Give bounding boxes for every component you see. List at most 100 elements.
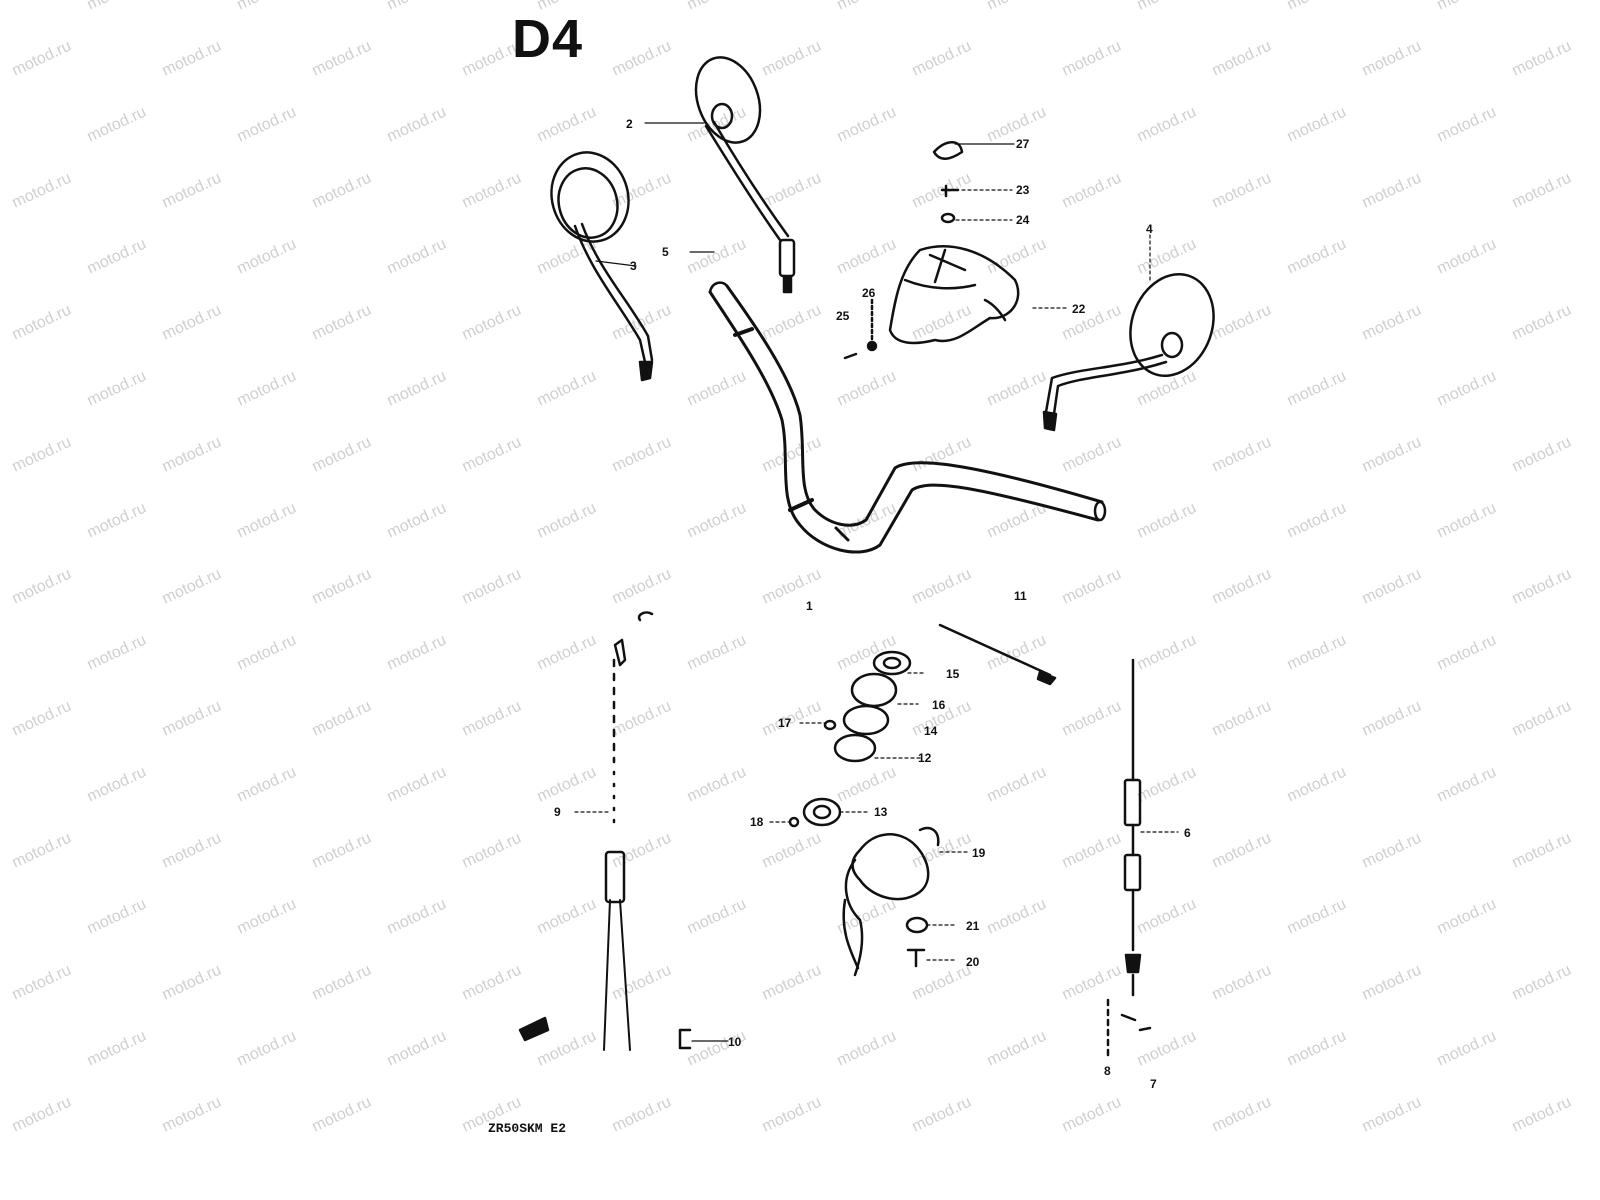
watermark-text: motod.ru xyxy=(910,962,974,1004)
callout-9: 9 xyxy=(554,805,561,819)
watermark-text: motod.ru xyxy=(610,566,674,608)
watermark-text: motod.ru xyxy=(10,434,74,476)
watermark-text: motod.ru xyxy=(1510,962,1574,1004)
watermark-text: motod.ru xyxy=(385,632,449,674)
handlebar xyxy=(708,281,1107,554)
callout-8: 8 xyxy=(1104,1064,1111,1078)
watermark-text: motod.ru xyxy=(310,38,374,80)
watermark-text: motod.ru xyxy=(1285,500,1349,542)
watermark-layer: motod.ru motod.ru motod.ru motod.ru motod.ru… xyxy=(10,0,1574,1136)
watermark-text: motod.ru xyxy=(760,434,824,476)
callout-13: 13 xyxy=(874,805,888,819)
watermark-text: motod.ru xyxy=(685,632,749,674)
watermark-text: motod.ru xyxy=(985,368,1049,410)
watermark-text: motod.ru xyxy=(10,1094,74,1136)
watermark-text: motod.ru xyxy=(1135,632,1199,674)
callout-21: 21 xyxy=(966,919,980,933)
callout-4: 4 xyxy=(1146,222,1153,236)
watermark-text: motod.ru xyxy=(760,830,824,872)
callout-22: 22 xyxy=(1072,302,1086,316)
watermark-text: motod.ru xyxy=(985,632,1049,674)
watermark-text: motod.ru xyxy=(310,566,374,608)
watermark-text: motod.ru xyxy=(460,434,524,476)
watermark-text: motod.ru xyxy=(1285,632,1349,674)
watermark-text: motod.ru xyxy=(1360,302,1424,344)
watermark-text: motod.ru xyxy=(85,632,149,674)
watermark-text: motod.ru xyxy=(1360,1094,1424,1136)
watermark-text: motod.ru xyxy=(1285,1028,1349,1070)
watermark-text: motod.ru xyxy=(1510,830,1574,872)
watermark-text: motod.ru xyxy=(160,962,224,1004)
watermark-text: motod.ru xyxy=(1060,302,1124,344)
watermark-text: motod.ru xyxy=(1435,104,1499,146)
cable-right xyxy=(1106,658,1152,1062)
watermark-text: motod.ru xyxy=(685,764,749,806)
screws-upper xyxy=(843,141,964,360)
watermark-text: motod.ru xyxy=(385,1028,449,1070)
watermark-text: motod.ru xyxy=(910,1094,974,1136)
watermark-text: motod.ru xyxy=(1285,104,1349,146)
watermark-text: motod.ru xyxy=(160,38,224,80)
watermark-text: motod.ru xyxy=(460,302,524,344)
watermark-text: motod.ru xyxy=(1510,698,1574,740)
watermark-text: motod.ru xyxy=(1285,764,1349,806)
watermark-text: motod.ru xyxy=(85,0,149,14)
callout-10: 10 xyxy=(728,1035,742,1049)
watermark-text: motod.ru xyxy=(1435,368,1499,410)
watermark-text: motod.ru xyxy=(235,236,299,278)
mirror-left xyxy=(550,151,654,382)
callout-27: 27 xyxy=(1016,137,1030,151)
watermark-text: motod.ru xyxy=(760,38,824,80)
watermark-text: motod.ru xyxy=(160,698,224,740)
watermark-text: motod.ru xyxy=(385,236,449,278)
rod-11 xyxy=(938,623,1057,686)
watermark-text: motod.ru xyxy=(310,170,374,212)
watermark-text: motod.ru xyxy=(1360,566,1424,608)
watermark-text: motod.ru xyxy=(85,896,149,938)
watermark-text: motod.ru xyxy=(10,38,74,80)
watermark-text: motod.ru xyxy=(1135,896,1199,938)
watermark-text: motod.ru xyxy=(1060,698,1124,740)
watermark-text: motod.ru xyxy=(685,368,749,410)
watermark-text: motod.ru xyxy=(460,170,524,212)
watermark-text: motod.ru xyxy=(235,0,299,14)
watermark-text: motod.ru xyxy=(385,500,449,542)
watermark-text: motod.ru xyxy=(1060,1094,1124,1136)
watermark-text: motod.ru xyxy=(1510,566,1574,608)
watermark-text: motod.ru xyxy=(1435,1028,1499,1070)
switch-housing-right xyxy=(888,245,1020,345)
watermark-text: motod.ru xyxy=(1060,566,1124,608)
watermark-text: motod.ru xyxy=(610,962,674,1004)
watermark-text: motod.ru xyxy=(10,830,74,872)
watermark-text: motod.ru xyxy=(835,236,899,278)
watermark-text: motod.ru xyxy=(535,368,599,410)
watermark-text: motod.ru xyxy=(10,698,74,740)
watermark-text: motod.ru xyxy=(85,764,149,806)
watermark-text: motod.ru xyxy=(235,764,299,806)
watermark-text: motod.ru xyxy=(1510,302,1574,344)
watermark-text: motod.ru xyxy=(385,0,449,14)
watermark-text: motod.ru xyxy=(760,566,824,608)
watermark-text: motod.ru xyxy=(1060,830,1124,872)
watermark-text: motod.ru xyxy=(460,698,524,740)
callout-5: 5 xyxy=(662,245,669,259)
watermark-text: motod.ru xyxy=(910,434,974,476)
watermark-text: motod.ru xyxy=(1060,38,1124,80)
watermark-text: motod.ru xyxy=(835,1028,899,1070)
watermark-text: motod.ru xyxy=(610,698,674,740)
callout-24: 24 xyxy=(1016,213,1030,227)
callout-17: 17 xyxy=(778,716,792,730)
watermark-text: motod.ru xyxy=(1510,434,1574,476)
callout-23: 23 xyxy=(1016,183,1030,197)
watermark-text: motod.ru xyxy=(1135,104,1199,146)
watermark-text: motod.ru xyxy=(835,0,899,14)
watermark-text: motod.ru xyxy=(310,434,374,476)
callout-12: 12 xyxy=(918,751,932,765)
watermark-text: motod.ru xyxy=(85,1028,149,1070)
model-code: ZR50SKM E2 xyxy=(488,1121,567,1136)
watermark-text: motod.ru xyxy=(385,368,449,410)
watermark-text: motod.ru xyxy=(535,632,599,674)
watermark-text: motod.ru xyxy=(610,830,674,872)
callout-labels: 2 3 5 4 27 23 24 26 25 22 1 11 15 16 17 … xyxy=(554,117,1191,1091)
watermark-text: motod.ru xyxy=(10,170,74,212)
